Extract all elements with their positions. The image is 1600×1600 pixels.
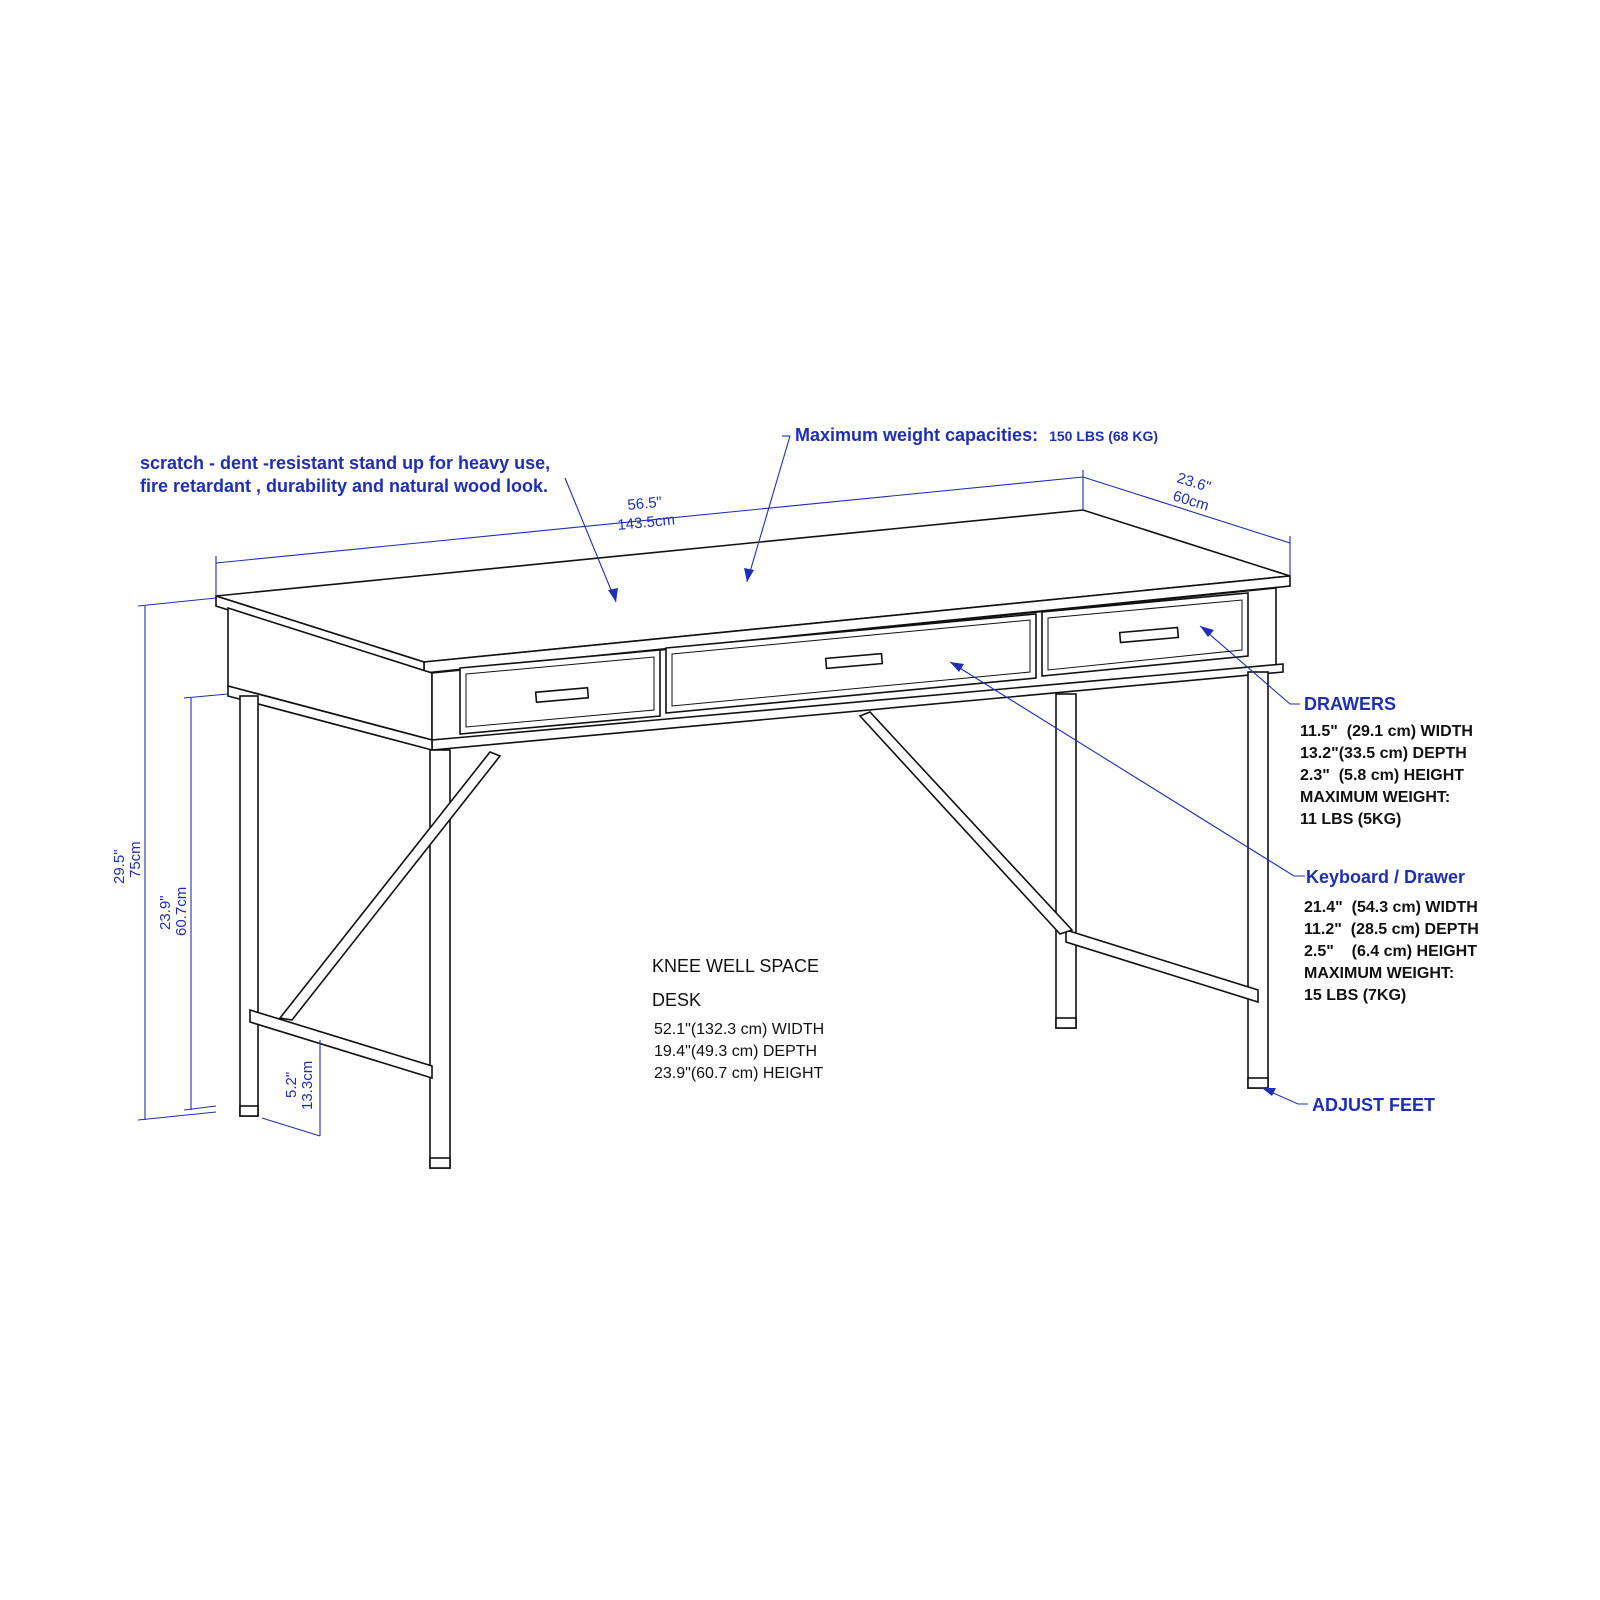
drawer-keyboard-inner	[671, 619, 1031, 707]
knee-well-line: 23.9"(60.7 cm) HEIGHT	[654, 1065, 824, 1082]
drawers-title: DRAWERS	[1304, 694, 1396, 714]
foot-front-left	[429, 1157, 451, 1169]
drawers-spec-line: 11 LBS (5KG)	[1300, 811, 1401, 828]
height-dimension: 29.5" 75cm	[111, 841, 144, 884]
drawer-keyboard-handle	[824, 652, 884, 670]
knee-height-dimension: 23.9" 60.7cm	[157, 887, 190, 936]
height-cm: 75cm	[127, 841, 144, 878]
cross-brace-right	[858, 711, 1074, 935]
leg-back-left	[239, 695, 259, 1117]
desk-drawing	[215, 509, 1291, 1169]
side-stretcher-right	[1065, 928, 1259, 1004]
drawers-spec: DRAWERS 11.5" (29.1 cm) WIDTH 13.2"(33.5…	[1300, 694, 1473, 828]
adjust-feet-callout: ADJUST FEET	[1312, 1095, 1435, 1115]
knee-well-line: 52.1"(132.3 cm) WIDTH	[654, 1021, 824, 1038]
dimension-lines	[137, 435, 1308, 1137]
knee-well-subtitle: DESK	[652, 990, 701, 1010]
width-cm: 143.5cm	[617, 511, 676, 534]
max-weight-label-text: Maximum weight capacities:	[795, 425, 1038, 445]
foot-clearance-dimension: 5.2" 13.3cm	[283, 1061, 316, 1110]
height-inches: 29.5"	[111, 849, 128, 884]
knee-height-cm: 60.7cm	[173, 887, 190, 936]
finish-callout: scratch - dent -resistant stand up for h…	[140, 453, 550, 496]
width-inches: 56.5"	[627, 494, 663, 514]
knee-well-spec: KNEE WELL SPACE DESK 52.1"(132.3 cm) WID…	[652, 956, 824, 1082]
cross-brace-left	[278, 751, 502, 1021]
drawer-left-inner	[465, 656, 655, 728]
max-weight-label: Maximum weight capacities: 150 LBS (68 K…	[795, 425, 1158, 445]
keyboard-spec-line: MAXIMUM WEIGHT:	[1304, 965, 1454, 982]
keyboard-drawer-title: Keyboard / Drawer	[1306, 867, 1465, 887]
keyboard-spec-line: 2.5" (6.4 cm) HEIGHT	[1304, 943, 1477, 960]
knee-height-inches: 23.9"	[157, 895, 174, 930]
drawers-spec-line: 11.5" (29.1 cm) WIDTH	[1300, 723, 1473, 740]
foot-front-right	[1247, 1077, 1269, 1089]
foot-back-left	[239, 1105, 259, 1117]
max-weight-value: 150 LBS (68 KG)	[1049, 428, 1158, 444]
keyboard-spec-line: 11.2" (28.5 cm) DEPTH	[1304, 921, 1479, 938]
drawers-spec-line: 2.3" (5.8 cm) HEIGHT	[1300, 767, 1464, 784]
drawers-spec-line: 13.2"(33.5 cm) DEPTH	[1300, 745, 1467, 762]
adjust-feet-label: ADJUST FEET	[1312, 1095, 1435, 1115]
knee-well-title: KNEE WELL SPACE	[652, 956, 819, 976]
keyboard-drawer-spec: Keyboard / Drawer 21.4" (54.3 cm) WIDTH …	[1304, 867, 1479, 1004]
keyboard-spec-line: 15 LBS (7KG)	[1304, 987, 1406, 1004]
keyboard-spec-line: 21.4" (54.3 cm) WIDTH	[1304, 899, 1478, 916]
foot-back-right	[1055, 1017, 1077, 1029]
finish-line-1: scratch - dent -resistant stand up for h…	[140, 453, 550, 473]
foot-clearance-cm: 13.3cm	[299, 1061, 316, 1110]
drawer-left-handle	[534, 686, 590, 704]
drawers-spec-line: MAXIMUM WEIGHT:	[1300, 789, 1450, 806]
max-weight-callout: Maximum weight capacities: 150 LBS (68 K…	[795, 425, 1158, 445]
finish-line-2: fire retardant , durability and natural …	[140, 476, 548, 496]
width-dimension: 56.5" 143.5cm	[617, 494, 676, 534]
knee-well-line: 19.4"(49.3 cm) DEPTH	[654, 1043, 817, 1060]
drawer-right-handle	[1118, 626, 1180, 644]
depth-dimension: 23.6" 60cm	[1171, 470, 1213, 515]
leg-front-right	[1247, 671, 1269, 1089]
foot-clearance-inches: 5.2"	[283, 1072, 300, 1098]
drawer-right-inner	[1047, 599, 1243, 671]
side-stretcher-left	[249, 1008, 433, 1080]
leg-back-right	[1055, 693, 1077, 1029]
